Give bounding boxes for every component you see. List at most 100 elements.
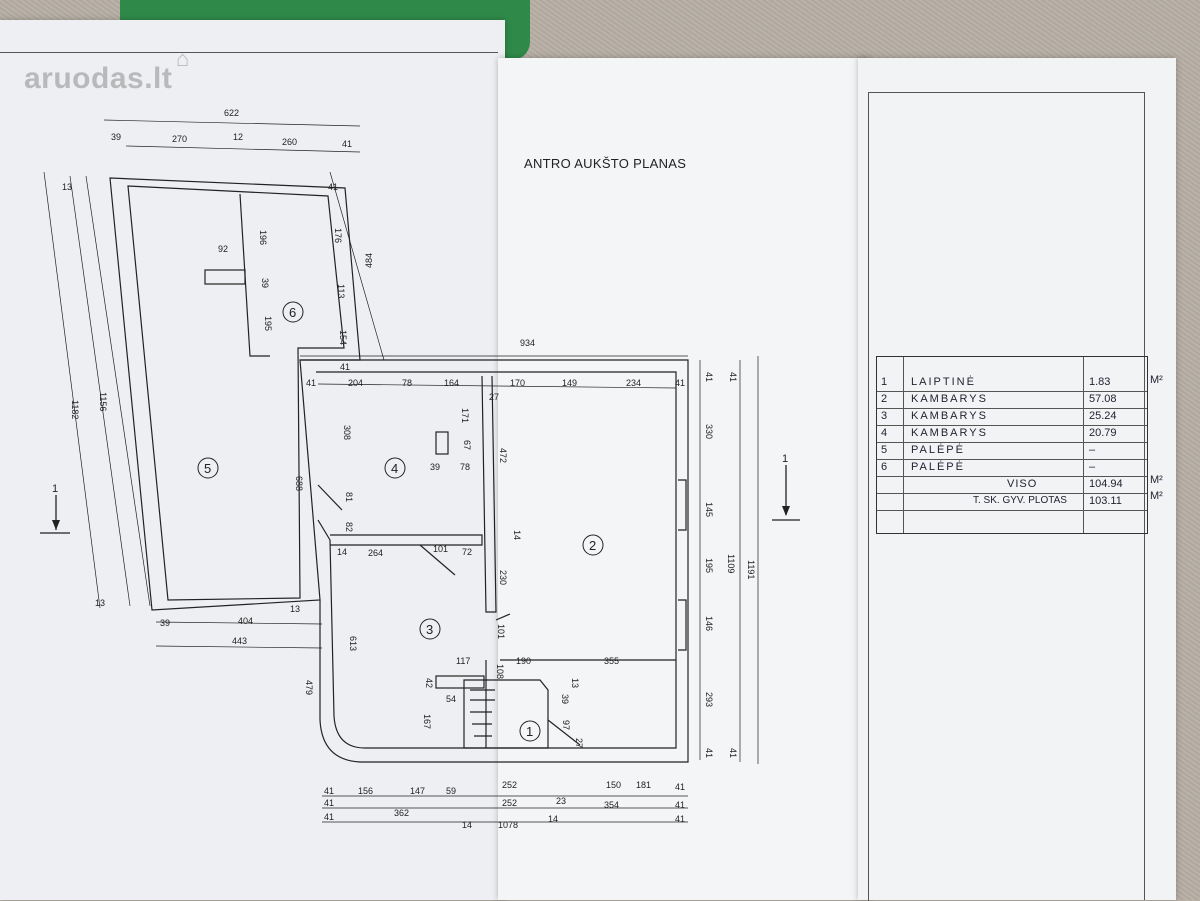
dim-82: 82 — [344, 522, 354, 532]
legend-living-row: T. SK. GYV. PLOTAS 103.11 — [877, 493, 1147, 511]
dim-154: 154 — [338, 330, 348, 345]
dim-row1-78: 78 — [402, 378, 412, 388]
dim-row1-149: 149 — [562, 378, 577, 388]
dim-bl-443: 443 — [232, 636, 247, 646]
area-legend-table: 1 LAIPTINĖ 1.83 2 KAMBARYS 57.08 3 KAMBA… — [876, 356, 1148, 534]
legend-no: 4 — [881, 427, 888, 439]
room-circle-2 — [582, 534, 604, 556]
dim-b1-41: 41 — [324, 786, 334, 796]
legend-no: 5 — [881, 444, 888, 456]
legend-value: 1.83 — [1089, 376, 1111, 388]
room-circle-6 — [282, 301, 304, 323]
dim-12: 12 — [233, 132, 243, 142]
dim-b1-252: 252 — [502, 780, 517, 790]
legend-name: LAIPTINĖ — [911, 376, 976, 388]
legend-row: 3 KAMBARYS 25.24 — [877, 408, 1147, 426]
dim-right-293: 293 — [704, 692, 714, 707]
dim-101: 101 — [433, 544, 448, 554]
chimney-room3 — [435, 675, 485, 689]
legend-value: 20.79 — [1089, 427, 1117, 439]
right-sheet — [858, 58, 1176, 900]
dim-b1-147: 147 — [410, 786, 425, 796]
dim-72: 72 — [462, 547, 472, 557]
chimney-attic — [204, 269, 246, 285]
door-swing-4 — [317, 484, 343, 511]
dim-bl-404: 404 — [238, 616, 253, 626]
door-swing-3 — [419, 544, 456, 576]
chimney-icon: ⌂ — [176, 46, 190, 71]
dim-27-b: 27 — [574, 738, 584, 748]
wall-room4-room3 — [330, 534, 483, 546]
dim-230: 230 — [498, 570, 508, 585]
dim-right-145: 145 — [704, 502, 714, 517]
right-frame-edge — [1144, 92, 1145, 900]
dim-b3-14: 14 — [462, 820, 472, 830]
room-label-6: 6 — [289, 305, 296, 320]
room-circle-1 — [519, 720, 541, 742]
dim-117: 117 — [456, 656, 470, 666]
dim-13-top: 13 — [62, 182, 72, 192]
legend-total-value: 104.94 — [1089, 478, 1123, 490]
dim-42: 42 — [424, 678, 434, 688]
dim-bl-39: 39 — [160, 618, 170, 628]
section-arrow-right — [782, 506, 790, 516]
dim-113: 113 — [336, 284, 346, 298]
dim-row1-41: 41 — [306, 378, 316, 388]
room-circle-5 — [197, 457, 219, 479]
legend-row: 6 PALĖPĖ – — [877, 459, 1147, 477]
room-label-1: 1 — [526, 724, 533, 739]
windows-right — [678, 479, 687, 651]
dim-81: 81 — [344, 492, 354, 502]
legend-living-label: T. SK. GYV. PLOTAS — [973, 495, 1067, 506]
dim-row1-170: 170 — [510, 378, 525, 388]
dim-472: 472 — [498, 448, 508, 463]
dim-b3-14b: 14 — [548, 814, 558, 824]
legend-name: PALĖPĖ — [911, 461, 965, 473]
dim-308: 308 — [342, 425, 352, 440]
legend-unit-living: M² — [1150, 490, 1163, 502]
dim-41-top: 41 — [328, 182, 338, 192]
dim-97: 97 — [561, 720, 571, 730]
legend-no: 3 — [881, 410, 888, 422]
dim-484: 484 — [364, 253, 374, 268]
dim-92: 92 — [218, 244, 228, 254]
room-label-5: 5 — [204, 461, 211, 476]
legend-name: KAMBARYS — [911, 410, 988, 422]
legend-living-value: 103.11 — [1089, 495, 1122, 507]
dim-1156: 1156 — [98, 392, 108, 411]
dim-196: 196 — [258, 230, 268, 245]
dim-934: 934 — [520, 338, 535, 348]
dim-right-146: 146 — [704, 616, 714, 631]
legend-unit-top: M² — [1150, 374, 1163, 386]
dim-right-1191: 1191 — [746, 560, 756, 579]
dim-39-c: 39 — [560, 694, 570, 704]
legend-row: 5 PALĖPĖ – — [877, 442, 1147, 460]
dim-167: 167 — [422, 714, 432, 729]
legend-total-row: VISO 104.94 — [877, 476, 1147, 494]
dim-bl-13: 13 — [290, 604, 300, 614]
dim-13-bottom: 13 — [95, 598, 105, 608]
middle-sheet — [498, 58, 870, 900]
watermark-logo: aruodas.lt ⌂ — [24, 46, 189, 96]
dimension-lines — [43, 119, 759, 823]
stairs — [463, 679, 549, 749]
dim-row1-234: 234 — [626, 378, 641, 388]
dim-row1-204: 204 — [348, 378, 363, 388]
right-frame — [868, 92, 1145, 901]
dim-b2-354: 354 — [604, 800, 619, 810]
legend-no: 1 — [881, 376, 888, 388]
dim-39-a: 39 — [260, 278, 270, 288]
dim-b3-362: 362 — [394, 808, 409, 818]
dim-right-1109: 1109 — [726, 554, 736, 573]
legend-row: 1 LAIPTINĖ 1.83 — [877, 374, 1147, 392]
plan-title: ANTRO AUKŠTO PLANAS — [524, 156, 687, 171]
legend-value: – — [1089, 461, 1096, 473]
dim-14-a: 14 — [337, 547, 347, 557]
watermark-suffix: .lt — [144, 62, 173, 95]
house-inner-wall — [316, 371, 677, 749]
legend-no: 6 — [881, 461, 888, 473]
dim-right-41a: 41 — [704, 372, 714, 382]
legend-value: 25.24 — [1089, 410, 1117, 422]
legend-row: 4 KAMBARYS 20.79 — [877, 425, 1147, 443]
legend-row: 2 KAMBARYS 57.08 — [877, 391, 1147, 409]
